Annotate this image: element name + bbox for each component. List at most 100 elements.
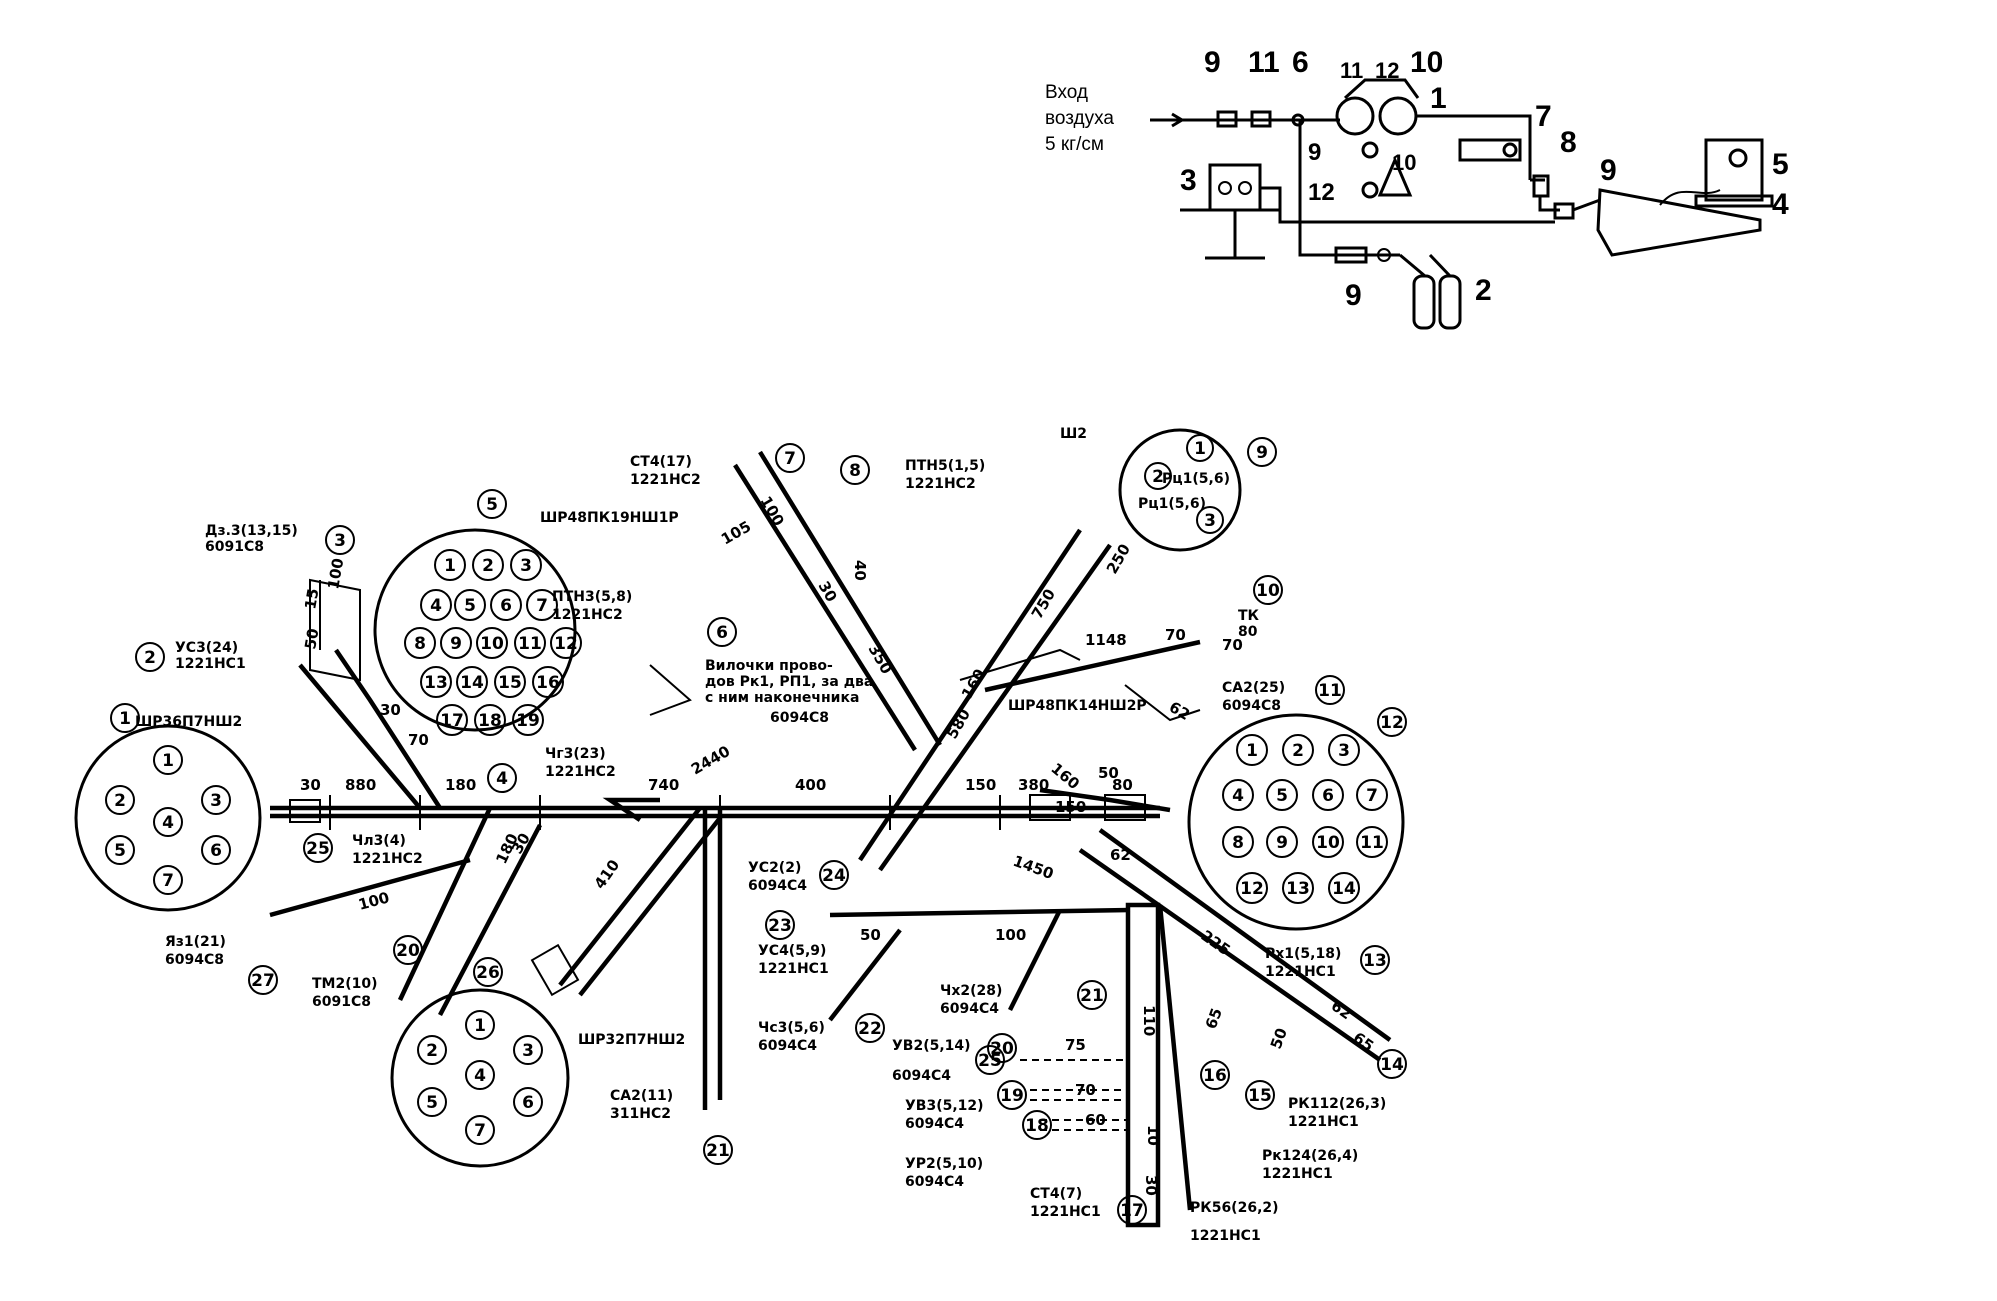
pin-ring <box>1236 734 1268 766</box>
callout-15-label: 15 <box>1248 1086 1272 1106</box>
label-15a-top: РК112(26,3) <box>1288 1096 1386 1112</box>
pin-label: 2 <box>482 556 494 576</box>
branch-to-26 <box>397 807 493 1001</box>
pin: 3 <box>201 785 231 815</box>
connector-26 <box>390 988 570 1168</box>
label-2-bot: 1221НС1 <box>175 656 246 672</box>
dim: 180 <box>445 776 476 794</box>
num-9: 9 <box>1204 46 1221 79</box>
pin: 12 <box>550 627 582 659</box>
unit-7 <box>1458 138 1522 162</box>
pin-label: 5 <box>1276 786 1288 806</box>
pin-label: 4 <box>474 1066 486 1086</box>
pin: 13 <box>420 666 452 698</box>
dim: 750 <box>1028 586 1059 622</box>
label-8-bot: 1221НС2 <box>905 476 976 492</box>
dimensions: 30 880 180 740 2440 400 150 380 160 80 5… <box>300 493 1377 1196</box>
tank-5-base <box>1694 194 1774 208</box>
pin-ring <box>105 785 135 815</box>
dim: 30 <box>1142 1175 1160 1196</box>
pin-ring <box>1196 506 1224 534</box>
pin: 6 <box>513 1087 543 1117</box>
pin-ring <box>513 1087 543 1117</box>
callout-6: 6 <box>707 617 737 647</box>
callout-11: 11 <box>1315 675 1345 705</box>
pin-label: 9 <box>450 634 462 654</box>
branch-11b <box>1124 684 1201 722</box>
label-27-top: Яз1(21) <box>165 934 226 950</box>
pin-label: 10 <box>480 634 504 654</box>
callout-25-label: 25 <box>978 1051 1002 1071</box>
connector-12-title: ШР48ПК14НШ2Р <box>1008 698 1147 714</box>
pin: 14 <box>1328 872 1360 904</box>
label-18-top: УР2(5,10) <box>905 1156 983 1172</box>
note-line-1: Вилочки прово- <box>705 658 833 674</box>
label-19-top: УВ3(5,12) <box>905 1098 984 1114</box>
connector-9-circle <box>1118 428 1242 552</box>
branch-to-7b <box>758 450 942 747</box>
connector-26-circle <box>390 988 570 1168</box>
branch-to-9 <box>858 528 1082 862</box>
callout-16: 16 <box>1200 1060 1230 1090</box>
pin-label: 4 <box>430 596 442 616</box>
branch-to-c5 <box>298 663 422 810</box>
dim: 1450 <box>1011 852 1056 883</box>
callout-19: 19 <box>997 1080 1027 1110</box>
callout-22-label: 22 <box>858 1019 882 1039</box>
pin-ring <box>474 704 506 736</box>
num-9d: 9 <box>1345 279 1362 312</box>
pin-label: 1 <box>444 556 456 576</box>
pin-ring <box>532 666 564 698</box>
dim: 65 <box>1350 1029 1377 1056</box>
pin-label: 1 <box>162 751 174 771</box>
pin-label: 13 <box>1286 879 1310 899</box>
pin-label: 3 <box>1338 741 1350 761</box>
branch-to-26b <box>438 823 542 1017</box>
pin-ring <box>440 627 472 659</box>
tank-5-gauge <box>1728 148 1748 168</box>
pin-label: 6 <box>210 841 222 861</box>
pin-ring <box>1282 872 1314 904</box>
connector-12-circle <box>1187 713 1405 931</box>
hose <box>1659 189 1721 206</box>
pin: 4 <box>465 1060 495 1090</box>
branch-to-16 <box>1157 904 1193 1211</box>
callout-21-ring <box>1077 980 1107 1010</box>
callout-8-label: 8 <box>849 461 861 481</box>
pin: 8 <box>1222 826 1254 858</box>
label-8-top: ПТН5(1,5) <box>905 458 985 474</box>
pin-ring <box>1144 462 1172 490</box>
connector-12 <box>1187 713 1405 931</box>
pneumatic-scheme: Вход воздуха 5 кг/см <box>1045 46 1789 330</box>
pin-label: 1 <box>1246 741 1258 761</box>
callout-21-label: 21 <box>706 1141 730 1161</box>
branch-to-14 <box>1078 848 1382 1062</box>
pin: 7 <box>526 589 558 621</box>
pin-ring <box>1356 826 1388 858</box>
pin-label: 3 <box>522 1041 534 1061</box>
pin-ring <box>510 549 542 581</box>
pin-ring <box>465 1115 495 1145</box>
dim: 740 <box>648 776 679 794</box>
dim: 350 <box>865 641 896 677</box>
num-12: 12 <box>1375 58 1399 83</box>
dim: 70 <box>408 731 429 749</box>
callout-8-ring <box>840 455 870 485</box>
branch-to-14b <box>1098 828 1392 1042</box>
callout-19-label: 19 <box>1000 1086 1024 1106</box>
callout-3-ring <box>325 525 355 555</box>
callout-22-ring <box>855 1013 885 1043</box>
callout-8: 8 <box>840 455 870 485</box>
pin: 2 <box>105 785 135 815</box>
dim: 150 <box>965 776 996 794</box>
pin-ring <box>1312 779 1344 811</box>
pin: 11 <box>514 627 546 659</box>
pin-ring <box>404 627 436 659</box>
tank-5 <box>1704 138 1764 202</box>
pin-label: 4 <box>1232 786 1244 806</box>
pin-label: 3 <box>210 791 222 811</box>
note-line-3: с ним наконечника <box>705 690 859 706</box>
inlet-label-2: воздуха <box>1045 108 1114 129</box>
callout-6-label: 6 <box>716 623 728 643</box>
